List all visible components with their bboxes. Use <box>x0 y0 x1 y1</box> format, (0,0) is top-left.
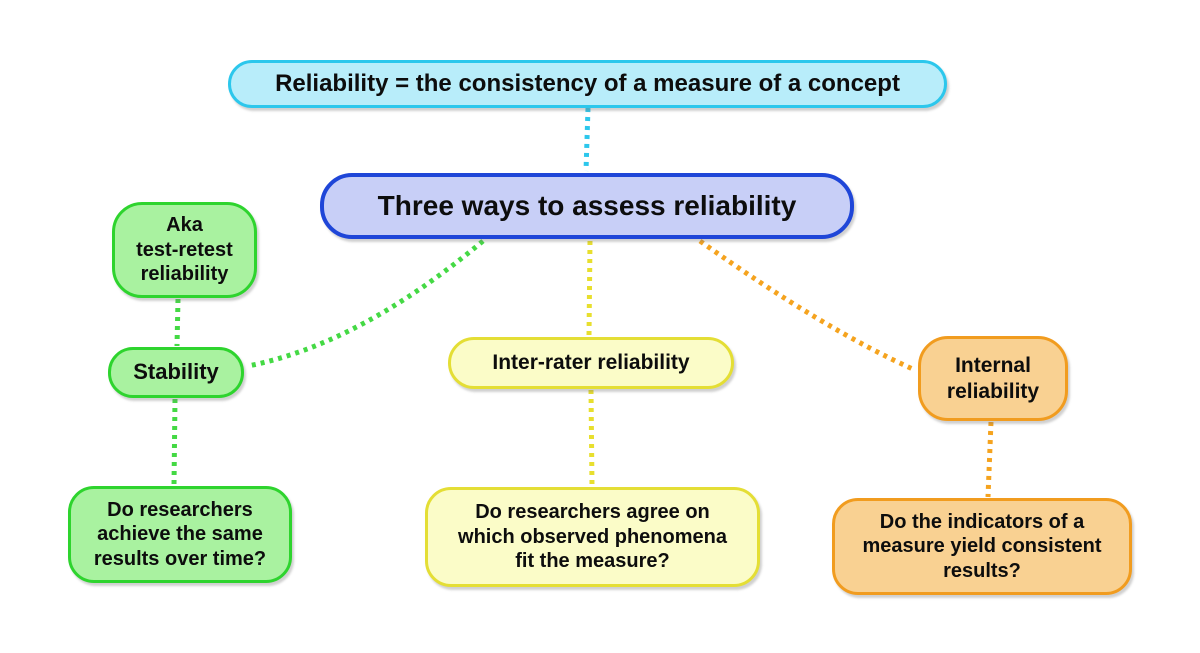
node-stability-question: Do researchers achieve the same results … <box>68 486 292 583</box>
node-reliability-definition: Reliability = the consistency of a measu… <box>228 60 947 108</box>
node-internal-reliability: Internal reliability <box>918 336 1068 421</box>
connector-main-to-internal <box>698 238 917 373</box>
connector-internal-to-question <box>985 421 994 498</box>
node-stability: Stability <box>108 347 244 398</box>
node-three-ways-to-assess-reliability: Three ways to assess reliability <box>320 173 854 239</box>
connector-inter-rater-to-question <box>588 389 595 487</box>
connector-aka-to-stability <box>174 298 181 347</box>
node-internal-question: Do the indicators of a measure yield con… <box>832 498 1132 595</box>
connector-definition-to-main <box>583 107 591 172</box>
connector-main-to-stability <box>247 239 485 369</box>
connector-stability-to-question <box>171 398 178 486</box>
node-aka-test-retest-reliability: Aka test-retest reliability <box>112 202 257 298</box>
connector-main-to-inter-rater <box>586 240 593 337</box>
node-inter-rater-question: Do researchers agree on which observed p… <box>425 487 760 587</box>
node-inter-rater-reliability: Inter-rater reliability <box>448 337 734 389</box>
